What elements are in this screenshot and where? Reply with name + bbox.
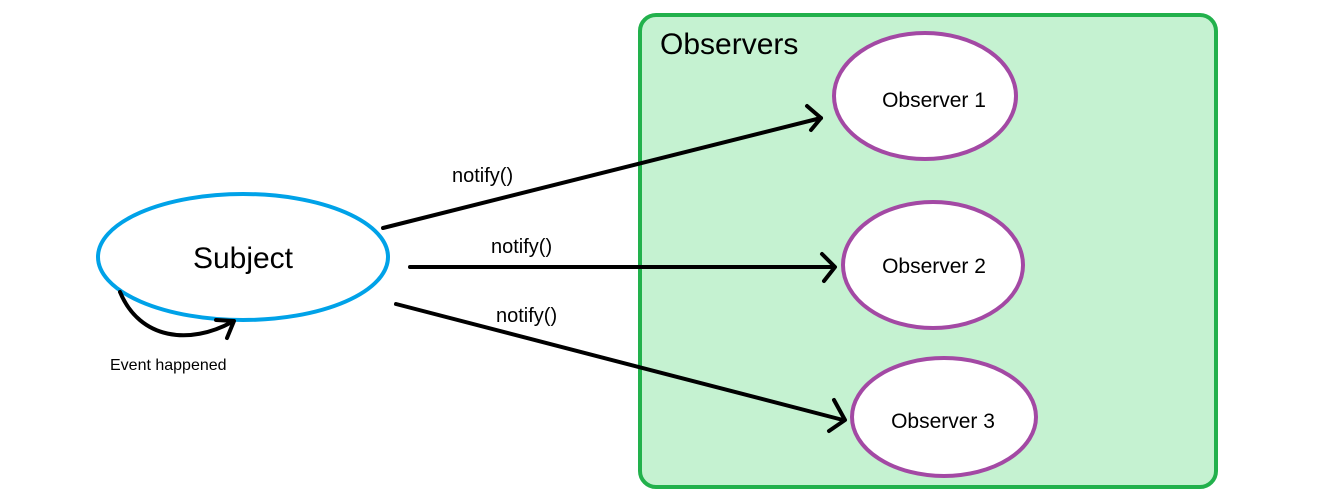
subject-node bbox=[96, 192, 390, 322]
event-happened-label: Event happened bbox=[110, 357, 227, 374]
event-self-loop-arrowhead bbox=[214, 318, 236, 340]
observer-3-label: Observer 3 bbox=[891, 410, 995, 433]
observer-1-label: Observer 1 bbox=[882, 89, 986, 112]
observer-1-node bbox=[832, 31, 1018, 161]
notify-arrow-2-label: notify() bbox=[491, 236, 552, 258]
notify-arrow-3-label: notify() bbox=[496, 305, 557, 327]
observer-3-node bbox=[850, 356, 1038, 478]
notify-arrow-1-head bbox=[805, 104, 823, 132]
event-self-loop-arrow bbox=[118, 290, 234, 338]
observers-group-title: Observers bbox=[660, 28, 798, 61]
notify-arrow-3-head bbox=[827, 398, 847, 433]
observer-2-label: Observer 2 bbox=[882, 255, 986, 278]
notify-arrow-1-line bbox=[381, 116, 823, 230]
notify-arrow-3-line bbox=[394, 302, 845, 422]
notify-arrow-1-label: notify() bbox=[452, 165, 513, 187]
notify-arrow-2-head bbox=[820, 252, 837, 283]
subject-label: Subject bbox=[193, 242, 294, 275]
observer-2-node bbox=[841, 200, 1025, 330]
